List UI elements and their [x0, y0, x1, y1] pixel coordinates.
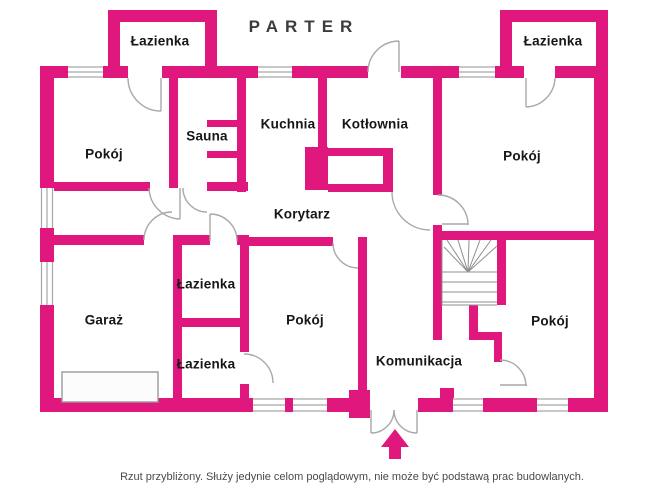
- chimney-block: [305, 147, 328, 190]
- bath-tl-wall-right: [205, 10, 217, 66]
- window-icon: [40, 188, 54, 228]
- wall-pokojBC-top: [240, 237, 333, 246]
- stairs-winders: [443, 239, 498, 273]
- door-swing-kotlownia: [391, 191, 431, 231]
- door-swing-bath-tr: [525, 77, 556, 108]
- room-label-pokoj-bc: Pokój: [286, 312, 324, 328]
- room-label-korytarz: Korytarz: [273, 206, 331, 222]
- outer-wall-top: [40, 66, 608, 78]
- bath-tl-wall-top: [108, 10, 217, 22]
- wall-komunikacja-pokojBR: [494, 340, 502, 362]
- bath-tr-wall-left: [500, 10, 512, 66]
- door-swing-lazienka-mid: [209, 213, 238, 242]
- door-swing-pokoj-br: [499, 359, 527, 387]
- bath-tr-wall-right: [596, 10, 608, 66]
- wall-lazienka-divider: [182, 318, 240, 327]
- window-icon: [40, 262, 54, 305]
- bath-tl-wall-left: [108, 10, 120, 66]
- room-label-garaz: Garaż: [84, 312, 124, 328]
- kotlownia-niche-right: [383, 148, 393, 192]
- disclaimer-text: Rzut przybliżony. Służy jedynie celom po…: [120, 471, 584, 483]
- wall-stairs-left: [433, 240, 442, 340]
- room-label-kotlownia: Kotłownia: [341, 116, 409, 132]
- outer-wall-left: [40, 66, 54, 412]
- room-label-komunikacja: Komunikacja: [375, 353, 463, 369]
- kotlownia-niche-top: [328, 148, 383, 156]
- wall-kuchnia-kotlownia: [318, 78, 327, 148]
- corridor-wall-top-b: [207, 182, 248, 191]
- sauna-bench-lower: [207, 151, 237, 158]
- room-label-lazienka-mid: Łazienka: [176, 276, 236, 292]
- window-icon: [258, 66, 292, 78]
- arrow-stem: [389, 447, 401, 459]
- wall-pokojTL-sauna: [169, 78, 178, 188]
- wall-lazienka-corridor-a: [182, 235, 210, 245]
- wall-garaz-lazienka: [173, 235, 182, 398]
- window-icon: [459, 66, 495, 78]
- wall-stairs-right: [497, 240, 506, 305]
- wall-pokojBC-left: [240, 237, 249, 398]
- door-opening: [128, 66, 162, 78]
- window-icon: [453, 398, 483, 412]
- wall-pokojBC-right: [358, 237, 367, 398]
- door-swing-lazienka-low: [243, 353, 274, 384]
- door-swing-exterior-top: [367, 40, 400, 73]
- bath-tr-wall-top: [500, 10, 608, 22]
- wall-corridor-pokojTR-upper: [433, 78, 442, 195]
- kotlownia-wall-bottom: [328, 184, 393, 192]
- window-icon: [293, 398, 327, 412]
- corridor-wall-top-a: [54, 182, 150, 191]
- doors-group: [127, 40, 556, 434]
- stairs-treads: [442, 271, 497, 303]
- walls-group: [40, 10, 608, 418]
- door-swing-sauna: [182, 187, 208, 213]
- windows-group: [40, 66, 568, 412]
- wall-stairs-top: [433, 231, 608, 240]
- door-opening: [368, 66, 401, 78]
- door-swing-pokoj-tl: [148, 187, 181, 220]
- entrance-door-opening: [370, 398, 418, 412]
- entrance-door-left-leaf: [370, 409, 395, 434]
- door-opening: [240, 352, 249, 384]
- window-icon: [68, 66, 103, 78]
- wall-bump-bottom: [440, 388, 454, 398]
- room-label-pokoj-tr: Pokój: [503, 148, 541, 164]
- wall-sauna-kuchnia: [237, 78, 246, 192]
- door-swing-pokoj-bc: [332, 242, 359, 269]
- garage-door: [61, 371, 159, 403]
- page-title: PARTER: [248, 17, 360, 36]
- wall-komunikacja-stub: [478, 332, 502, 340]
- arrow-head: [381, 429, 409, 447]
- room-label-lazienka-tl: Łazienka: [130, 33, 190, 49]
- wall-garaz-top: [54, 235, 144, 245]
- window-icon: [253, 398, 285, 412]
- sauna-bench-upper: [207, 120, 237, 127]
- window-icon: [537, 398, 568, 412]
- wall-below-stairs: [469, 305, 478, 340]
- room-label-kuchnia: Kuchnia: [260, 116, 316, 132]
- stairs: [441, 239, 498, 306]
- door-swing-garaz: [143, 211, 173, 241]
- entrance-double-door: [370, 409, 418, 434]
- entrance-door-right-leaf: [393, 409, 418, 434]
- room-label-pokoj-br: Pokój: [531, 313, 569, 329]
- room-label-lazienka-tr: Łazienka: [523, 33, 583, 49]
- room-label-lazienka-low: Łazienka: [176, 356, 236, 372]
- room-label-pokoj-tl: Pokój: [85, 146, 123, 162]
- door-swing-bath-tl: [127, 77, 162, 112]
- room-label-sauna: Sauna: [186, 128, 228, 144]
- door-opening: [524, 66, 555, 78]
- door-swing-pokoj-tr: [437, 194, 469, 226]
- entrance-arrow-icon: [381, 429, 409, 459]
